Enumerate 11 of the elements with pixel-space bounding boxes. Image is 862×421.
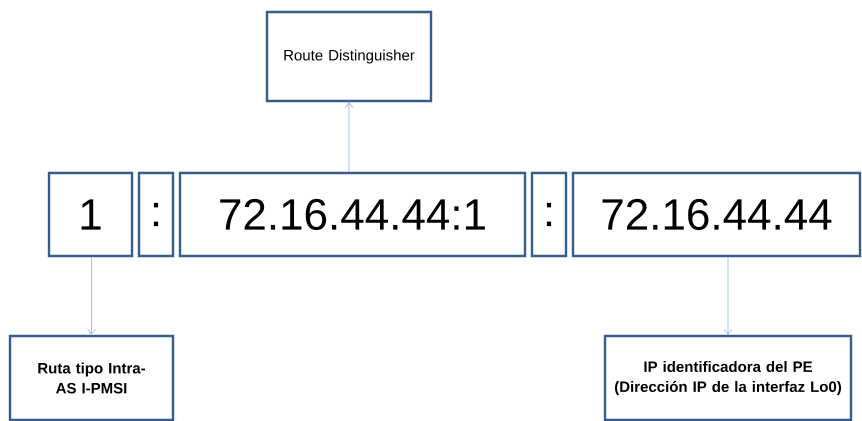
label-box: IP identificadora del PE (Dirección IP de la interfaz Lo0) xyxy=(604,334,852,421)
field-box: 72.16.44.44 xyxy=(572,172,862,258)
field-box: : xyxy=(530,172,568,258)
arrow xyxy=(344,102,354,172)
field-box: 1 xyxy=(48,172,134,258)
arrow xyxy=(724,256,732,335)
label-box: Ruta tipo Intra-AS I-PMSI xyxy=(8,334,174,421)
field-box: 72.16.44.44:1 xyxy=(178,172,526,258)
arrow xyxy=(87,256,96,335)
field-box: : xyxy=(138,172,174,258)
label-box: Route Distinguisher xyxy=(266,10,432,102)
